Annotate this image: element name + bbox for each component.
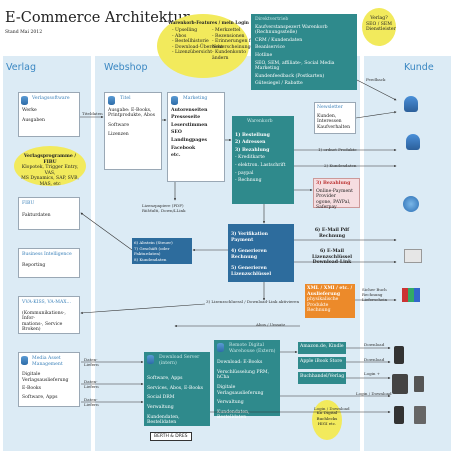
edge-label-kundendaten: 2) Kundendaten — [324, 163, 357, 168]
features-left-list: - Upselling- Abos- Bestellhistorie- Down… — [172, 28, 223, 56]
mail-labels: 6) E-Mail Pdf Rechnung 6) E-Mail Lizenzs… — [311, 228, 353, 266]
verlagssoftware-box: Verlagssoftware Werke Ausgaben — [18, 92, 80, 137]
marketing-box: Marketing Autorenseiten Presseseite Lese… — [167, 92, 225, 182]
bezahlung-box: 3) Bezahlung Online-Payment Provider ogo… — [313, 178, 360, 210]
edge-label-daten1: Daten-Liefern — [84, 357, 99, 367]
verlagsprogramme-text: Verlagsprogramme / FIBU Klopotek, Trigge… — [21, 154, 79, 187]
warenkorb-box: Warenkorb 1) Bestellung 2) Adressen 3) B… — [232, 116, 294, 204]
database-icon — [108, 96, 115, 105]
section-verlag-heading: Verlag — [6, 62, 37, 73]
edge-label-download-aktivieren: 3) Lizenzschluessl / Download-Link aktiv… — [206, 299, 300, 304]
media-asset-box: Media Asset Management Digitale Verlagsa… — [18, 352, 80, 407]
edge-label-ordnet: 1) ordnet Produkte — [318, 147, 357, 152]
phone-icon — [394, 406, 404, 424]
ereader-icon — [414, 406, 426, 424]
device-icons — [392, 346, 432, 436]
business-intelligence-box: Business Intelligence Reporting — [18, 248, 80, 278]
ereader-icon — [414, 376, 424, 392]
database-icon — [171, 96, 178, 105]
section-kunde-heading: Kunde — [404, 62, 434, 73]
tablet-icon — [392, 374, 408, 394]
seo-bubble — [362, 8, 396, 46]
verlagsprogramme-bubble — [14, 146, 86, 186]
edge-label-titeldaten: Titeldaten — [82, 111, 103, 116]
direktvertrieb-title: Direktvertrieb — [255, 17, 289, 22]
envelope-icon — [404, 249, 422, 263]
edge-label-login-download: Login / Download — [356, 391, 392, 396]
kn-bubble — [312, 400, 342, 440]
features-bubble-title: Warenkorb-Features / mein Login — [168, 21, 249, 26]
newsletter-box: Newsletter Kunden, Interessen Kaufverhal… — [314, 102, 356, 134]
store-buchhandel: Buchhandel/Verlag — [298, 372, 346, 384]
features-bubble — [157, 14, 249, 78]
database-icon — [147, 355, 154, 364]
phone-icon — [394, 346, 404, 364]
store-amazon: Amazon.de, Kindle — [298, 342, 346, 354]
edge-label-lieferpapiere: Lizenzpapiere (PDF) RiiMulti, Down/LLink — [142, 203, 186, 213]
database-icon — [217, 343, 224, 352]
edge-label-daten2: Daten-Liefern — [84, 379, 99, 389]
fibu-box: FIBU Fakturdaten — [18, 197, 80, 230]
edge-label-login-download-2: Login / Download — [314, 406, 350, 411]
vva-box: VVA-KISS, VA-MAX... (Kommunikations-, In… — [18, 296, 80, 334]
xml-box: XML / XMI / etc. / Auslieferung physikal… — [305, 284, 355, 318]
page-subtitle: Stand Mai 2012 — [5, 30, 43, 35]
footer-logo: BERTH & DRES — [150, 432, 192, 441]
edge-label-download2: Download — [364, 357, 385, 362]
verifikation-box: 3) Verifikation Payment 4) Generieren Re… — [228, 224, 294, 282]
books-icon — [402, 288, 420, 302]
edge-label-feedback: Feedback — [366, 77, 386, 82]
direktvertrieb-box: Direktvertrieb Kaufverstanspezert Warenk… — [251, 14, 357, 90]
people-icon — [406, 134, 420, 150]
database-icon — [21, 356, 28, 365]
customer-icons — [400, 96, 430, 316]
database-icon — [21, 96, 28, 105]
kn-label: Kn Digital Buchlecks HIGI etc. — [316, 410, 338, 427]
download-server-box: Download Server (intern) Software, Apps … — [144, 352, 210, 426]
edge-label-abos: Abos / Umsatz — [256, 322, 286, 327]
edge-label-daten3: Daten-Liefern — [84, 397, 99, 407]
remote-warehouse-box: Remote Digital Warehouse (Extern) Downlo… — [214, 340, 280, 420]
edge-label-sicher: Sicher Buch Rechnung Lieferschein — [362, 287, 388, 302]
edge-label-login: Login + — [364, 371, 381, 376]
features-right-list: - Merkzettel- Rezensionen- Erinnerungen … — [212, 28, 257, 61]
titel-box: Titel Ausgabe: E-Books, Printprodukte, A… — [104, 92, 162, 170]
page-title: E-Commerce Architektur — [5, 10, 190, 26]
abstein-box: 6) Abstein (Steuer) 7) Geschäft (oder Fa… — [132, 238, 192, 264]
globe-icon — [403, 196, 419, 212]
people-icon — [404, 96, 418, 112]
section-webshop-heading: Webshop — [104, 62, 148, 73]
store-apple: Apple iBook Store — [298, 357, 346, 369]
edge-label-download1: Download — [364, 342, 385, 347]
